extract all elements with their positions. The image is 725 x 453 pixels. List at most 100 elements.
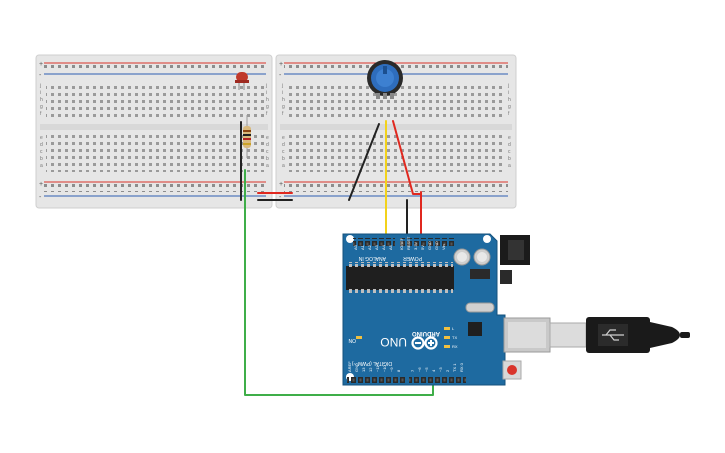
- row-letter: e: [266, 135, 269, 141]
- svg-text:-: -: [279, 194, 282, 201]
- row-letter: a: [508, 163, 511, 169]
- row-letter: j: [39, 83, 41, 89]
- row-letter: j: [281, 83, 283, 89]
- row-letter: g: [282, 104, 285, 110]
- pin-label-digital: 2: [445, 369, 450, 372]
- pin-label-power: IOREF: [399, 237, 404, 250]
- usb-icon: [602, 329, 624, 341]
- resistor[interactable]: [243, 115, 251, 158]
- pin-label-digital: 7: [410, 369, 415, 372]
- row-letter: b: [282, 156, 285, 162]
- pin-label-power: 5V: [420, 245, 425, 250]
- pin-label-digital: ~9: [389, 367, 394, 372]
- pin-label-power: GND: [434, 241, 439, 250]
- pin-label-analog: A1: [360, 244, 365, 250]
- row-letter: d: [266, 142, 269, 148]
- pin-label-analog: A2: [367, 244, 372, 250]
- arduino-logo: [411, 336, 438, 350]
- pin-label-analog: A5: [388, 244, 393, 250]
- pin-label-digital: ~6: [417, 367, 422, 372]
- wire-black-pot[interactable]: [348, 123, 380, 201]
- row-letter: i: [508, 90, 509, 96]
- row-letter: g: [40, 104, 43, 110]
- led-red[interactable]: [235, 72, 249, 90]
- pin-label-digital: ~3: [438, 367, 443, 372]
- header-digital-a[interactable]: [347, 376, 405, 384]
- row-letter: h: [282, 97, 285, 103]
- logo-symbols: [415, 340, 434, 346]
- row-letter: c: [282, 149, 285, 155]
- row-letter: d: [282, 142, 285, 148]
- row-letter: h: [266, 97, 269, 103]
- pin-label-power: 3.3V: [413, 241, 418, 250]
- wires: [240, 120, 434, 396]
- breadboard-left: [35, 54, 273, 209]
- pin-label-digital: 8: [396, 369, 401, 372]
- header-digital-b[interactable]: [409, 376, 466, 384]
- row-letter: h: [508, 97, 511, 103]
- row-letter: c: [508, 149, 511, 155]
- pin-label-digital: ~5: [424, 367, 429, 372]
- pin-label-analog: A3: [374, 244, 379, 250]
- pin-label-digital: GND: [354, 363, 359, 372]
- row-letter: f: [508, 111, 510, 117]
- digital-label: DIGITAL (PWM ~): [352, 360, 392, 366]
- pin-label-digital: 13: [361, 367, 366, 372]
- model-text: UNO: [380, 335, 407, 349]
- row-letter: a: [266, 163, 269, 169]
- pin-label-digital: TX 1: [452, 363, 457, 372]
- pin-label-power: RESET: [406, 236, 411, 250]
- header-analog[interactable]: [353, 238, 395, 246]
- pin-label-digital: ~10: [382, 364, 387, 372]
- microcontroller-chip: [346, 266, 454, 290]
- usb-cable[interactable]: [549, 317, 690, 353]
- row-letter: b: [40, 156, 43, 162]
- pin-label-digital: ~11: [375, 365, 380, 372]
- status-led-label: TX: [452, 335, 457, 340]
- row-letter: e: [508, 135, 511, 141]
- status-led-label: L: [452, 326, 455, 331]
- power-label: POWER: [403, 255, 422, 261]
- header-power[interactable]: [399, 238, 455, 246]
- row-letter: i: [282, 90, 283, 96]
- row-letter: a: [282, 163, 285, 169]
- rail-symbols: + - + - + - + -: [39, 61, 283, 201]
- row-letter: f: [40, 111, 42, 117]
- pin-label-digital: 12: [368, 367, 373, 372]
- row-letter: g: [266, 104, 269, 110]
- svg-text:+: +: [279, 181, 283, 188]
- row-letter: f: [282, 111, 284, 117]
- reset-button[interactable]: [502, 360, 522, 380]
- analog-in-label: ANALOG IN: [358, 255, 386, 261]
- pin-label-power: GND: [427, 241, 432, 250]
- svg-text:+: +: [39, 181, 43, 188]
- row-letter: a: [40, 163, 43, 169]
- row-letter: b: [266, 156, 269, 162]
- svg-text:+: +: [39, 61, 43, 68]
- row-letter: e: [282, 135, 285, 141]
- row-letter: c: [40, 149, 43, 155]
- row-letter: h: [40, 97, 43, 103]
- arduino-uno: ANALOG IN POWER DIGITAL (PWM ~) ARDUINO …: [342, 233, 551, 386]
- pin-label-power: Vin: [441, 244, 446, 250]
- row-letter: i: [40, 90, 41, 96]
- pin-label-digital: RX 0: [459, 362, 464, 372]
- svg-text:+: +: [279, 61, 283, 68]
- svg-text:-: -: [39, 194, 42, 201]
- pin-label-analog: A4: [381, 244, 386, 250]
- wire-red-pot[interactable]: [392, 120, 421, 195]
- wire-green[interactable]: [244, 169, 434, 396]
- potentiometer[interactable]: [367, 60, 403, 99]
- row-letter: i: [266, 90, 267, 96]
- brand-text: ARDUINO: [412, 330, 440, 336]
- row-letter: d: [508, 142, 511, 148]
- row-letter: c: [266, 149, 269, 155]
- svg-text:-: -: [279, 72, 282, 79]
- pin-label-digital: 4: [431, 369, 436, 372]
- row-letter: e: [40, 135, 43, 141]
- row-letter: b: [508, 156, 511, 162]
